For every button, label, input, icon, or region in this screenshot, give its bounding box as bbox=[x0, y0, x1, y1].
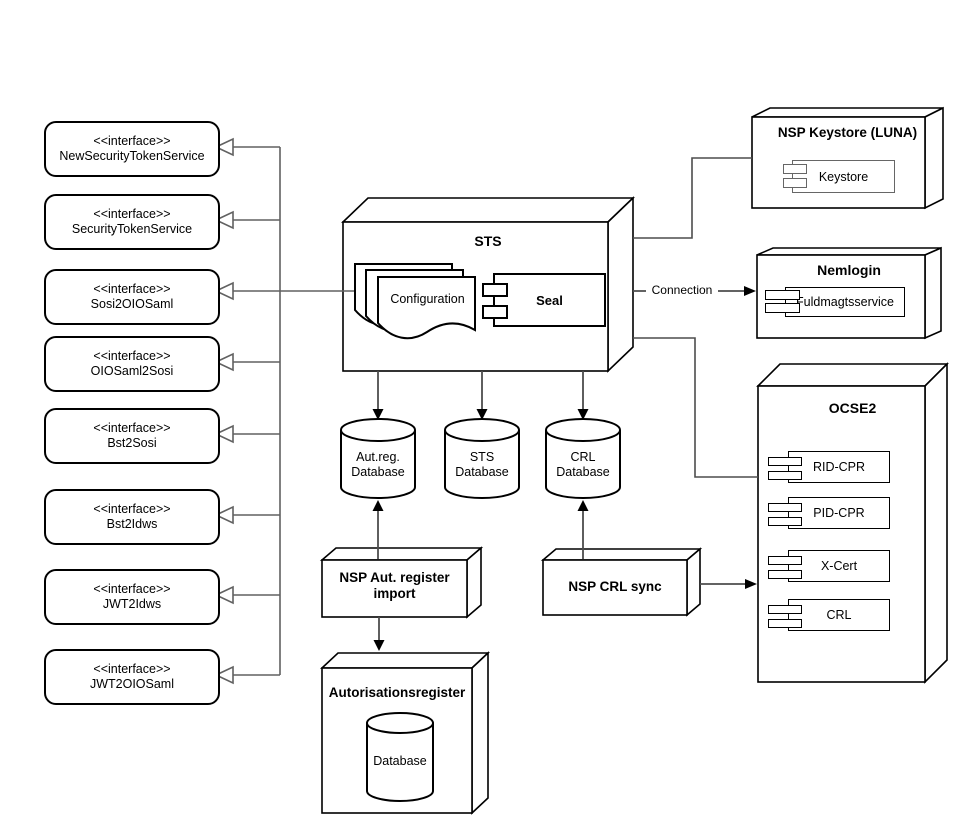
crlsync-to-ocse2-connector bbox=[700, 579, 757, 589]
interface-sosi2oiosaml: <<interface>> Sosi2OIOSaml bbox=[44, 269, 220, 325]
interface-name: JWT2OIOSaml bbox=[89, 677, 175, 691]
configuration-label: Configuration bbox=[390, 292, 465, 306]
crl-database-cylinder bbox=[545, 418, 621, 499]
autorisationsregister-title: Autorisationsregister bbox=[328, 685, 466, 700]
interface-stereotype: <<interface>> bbox=[93, 582, 171, 596]
nsp-aut-register-import-node-shape bbox=[319, 546, 484, 619]
pid-cpr-component: PID-CPR bbox=[788, 497, 890, 529]
interface-name: NewSecurityTokenService bbox=[59, 149, 205, 163]
autreg-database-label: Aut.reg. Database bbox=[341, 450, 415, 480]
sts-to-crl-db-connector bbox=[577, 371, 589, 420]
arrowhead-icon bbox=[372, 409, 384, 420]
sts-to-keystore-connector bbox=[633, 157, 752, 239]
interface-bst2sosi: <<interface>> Bst2Sosi bbox=[44, 408, 220, 464]
crl-database-label: CRL Database bbox=[546, 450, 620, 480]
interface-stereotype: <<interface>> bbox=[93, 502, 171, 516]
interface-name: OIOSaml2Sosi bbox=[90, 364, 174, 378]
interface-securitytokenservice: <<interface>> SecurityTokenService bbox=[44, 194, 220, 250]
interface-name: Sosi2OIOSaml bbox=[90, 297, 174, 311]
ocse2-title: OCSE2 bbox=[828, 400, 877, 416]
import-to-autorisationsregister-connector bbox=[373, 617, 385, 651]
autorisationsregister-database-label: Database bbox=[373, 754, 427, 768]
arrowhead-icon bbox=[745, 579, 757, 589]
interface-jwt2oiosaml: <<interface>> JWT2OIOSaml bbox=[44, 649, 220, 705]
arrowhead-icon bbox=[577, 500, 589, 511]
component-tab-icon bbox=[768, 471, 802, 480]
database-label-line1: CRL bbox=[570, 450, 596, 464]
interface-stereotype: <<interface>> bbox=[93, 349, 171, 363]
crlsync-to-crl-db-connector bbox=[577, 500, 589, 559]
sts-database-cylinder bbox=[444, 418, 520, 499]
interface-newsecuritytokenservice: <<interface>> NewSecurityTokenService bbox=[44, 121, 220, 177]
fuldmagtsservice-component: Fuldmagtsservice bbox=[785, 287, 905, 317]
ocse2-node-shape bbox=[756, 362, 949, 684]
crl-component: CRL bbox=[788, 599, 890, 631]
component-tab-icon bbox=[768, 457, 802, 466]
sts-title: STS bbox=[474, 233, 502, 249]
sts-to-ocse2-connector bbox=[633, 337, 758, 478]
component-tab-icon bbox=[482, 305, 508, 319]
component-tab-icon bbox=[768, 556, 802, 565]
sts-to-sts-db-connector bbox=[476, 371, 488, 420]
database-label-line2: Database bbox=[455, 464, 509, 479]
interface-name: Bst2Sosi bbox=[107, 436, 157, 450]
interface-stereotype: <<interface>> bbox=[93, 662, 171, 676]
arrowhead-icon bbox=[373, 640, 385, 651]
component-tab-icon bbox=[768, 503, 802, 512]
component-tab-icon bbox=[768, 517, 802, 526]
interface-bus-lines bbox=[233, 146, 360, 676]
arrowhead-icon bbox=[744, 286, 756, 296]
x-cert-component: X-Cert bbox=[788, 550, 890, 582]
interface-stereotype: <<interface>> bbox=[93, 207, 171, 221]
autreg-database-cylinder bbox=[340, 418, 416, 499]
nemlogin-title: Nemlogin bbox=[817, 262, 881, 278]
database-label-line1: Aut.reg. bbox=[356, 450, 400, 464]
database-label-line1: STS bbox=[469, 450, 495, 464]
nsp-crl-sync-title: NSP CRL sync bbox=[568, 579, 662, 594]
arrowhead-icon bbox=[476, 409, 488, 420]
database-label-line2: Database bbox=[556, 464, 610, 479]
nsp-keystore-node-shape bbox=[751, 106, 944, 210]
interface-bst2idws: <<interface>> Bst2Idws bbox=[44, 489, 220, 545]
interface-name: JWT2Idws bbox=[102, 597, 162, 611]
component-tab-icon bbox=[783, 178, 807, 188]
sts-database-label: STS Database bbox=[445, 450, 519, 480]
import-to-autreg-db-connector bbox=[372, 500, 384, 559]
realization-triangle-icons bbox=[214, 137, 234, 685]
interface-name: SecurityTokenService bbox=[71, 222, 193, 236]
interface-jwt2idws: <<interface>> JWT2Idws bbox=[44, 569, 220, 625]
interface-name: Bst2Idws bbox=[106, 517, 158, 531]
interface-stereotype: <<interface>> bbox=[93, 134, 171, 148]
component-tab-icon bbox=[768, 605, 802, 614]
arrowhead-icon bbox=[372, 500, 384, 511]
connection-edge-label: Connection bbox=[646, 283, 718, 297]
keystore-component: Keystore bbox=[792, 160, 895, 193]
component-tab-icon bbox=[765, 303, 800, 313]
interface-stereotype: <<interface>> bbox=[93, 282, 171, 296]
arrowhead-icon bbox=[577, 409, 589, 420]
database-label-line2: Database bbox=[351, 464, 405, 479]
title-line2: import bbox=[373, 585, 416, 601]
nsp-aut-register-import-title: NSP Aut. register import bbox=[322, 570, 467, 602]
component-tab-icon bbox=[482, 283, 508, 297]
autorisationsregister-database-cylinder bbox=[366, 712, 434, 802]
component-tab-icon bbox=[783, 164, 807, 174]
seal-component: Seal bbox=[493, 273, 606, 327]
component-tab-icon bbox=[768, 619, 802, 628]
configuration-document-icon bbox=[354, 263, 476, 340]
component-tab-icon bbox=[768, 570, 802, 579]
sts-to-autreg-db-connector bbox=[372, 371, 384, 420]
component-tab-icon bbox=[765, 290, 800, 300]
interface-oiosaml2sosi: <<interface>> OIOSaml2Sosi bbox=[44, 336, 220, 392]
nsp-keystore-title: NSP Keystore (LUNA) bbox=[777, 125, 918, 140]
interface-stereotype: <<interface>> bbox=[93, 421, 171, 435]
title-line1: NSP Aut. register bbox=[339, 570, 450, 585]
rid-cpr-component: RID-CPR bbox=[788, 451, 890, 483]
